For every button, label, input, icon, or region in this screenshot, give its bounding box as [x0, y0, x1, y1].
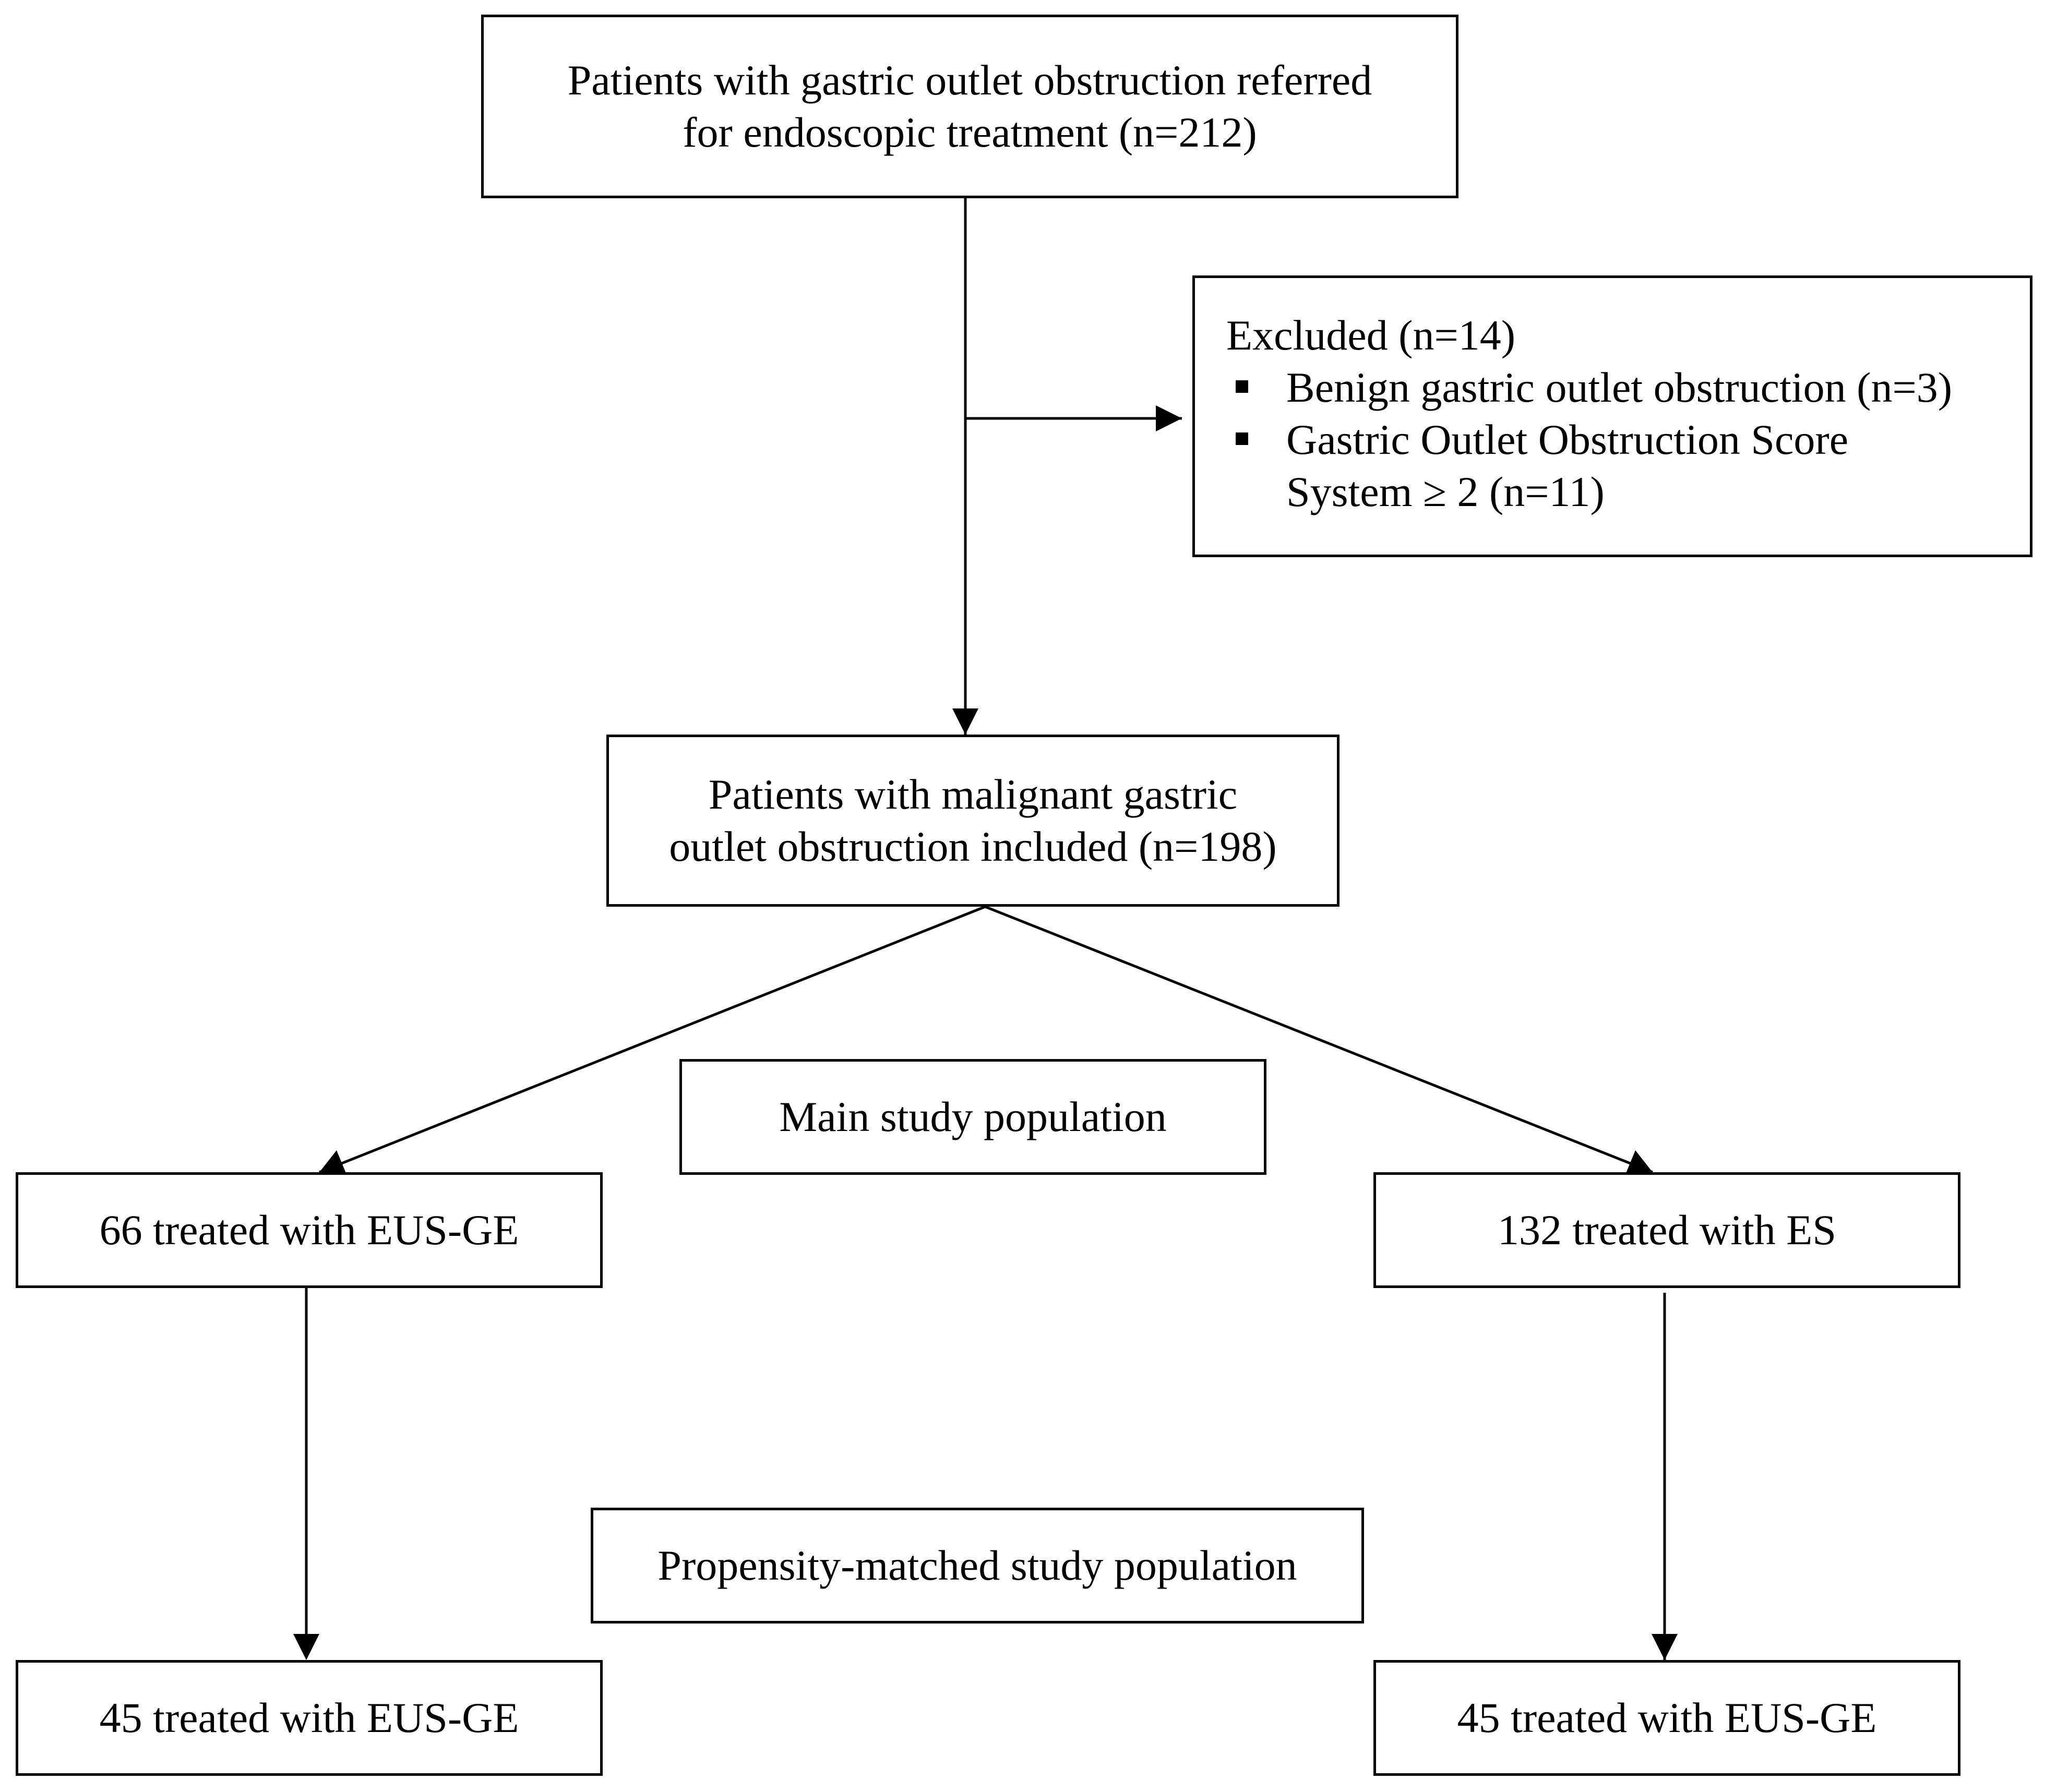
es-main-box: 132 treated with ES [1373, 1172, 1960, 1288]
exclusion-reason-benign: Benign gastric outlet obstruction (n=3) [1226, 362, 2030, 414]
excluded-title: Excluded (n=14) [1226, 311, 1516, 359]
included-line-1: Patients with malignant gastric [708, 771, 1238, 818]
eus-ge-main-box: 66 treated with EUS-GE [16, 1172, 603, 1288]
main-study-population-label: Main study population [679, 1059, 1266, 1175]
excluded-box: Excluded (n=14) Benign gastric outlet ob… [1192, 275, 2032, 557]
eus-ge-matched-box: 45 treated with EUS-GE [16, 1660, 603, 1776]
bullet-square-icon [1236, 432, 1248, 445]
arrow-included-to-eus-ge [319, 905, 986, 1174]
es-matched-box: 45 treated with EUS-GE [1373, 1660, 1960, 1776]
bullet-square-icon [1236, 380, 1248, 393]
arrow-included-to-es [985, 905, 1653, 1174]
exclusion-reason-goo-score: Gastric Outlet Obstruction Score System … [1226, 414, 2030, 518]
arrowhead-eus-ge [319, 1150, 346, 1174]
arrowhead-es-matched [1652, 1634, 1678, 1660]
included-patients-box: Patients with malignant gastric outlet o… [606, 735, 1340, 907]
referred-line-1: Patients with gastric outlet obstruction… [567, 56, 1372, 104]
exclusion-reason-text: System ≥ 2 (n=11) [1286, 468, 1605, 515]
arrowheads [293, 405, 1678, 1660]
included-line-2: outlet obstruction included (n=198) [669, 823, 1277, 870]
arrowhead-excluded [1156, 405, 1182, 431]
exclusion-reason-text: Gastric Outlet Obstruction Score [1286, 416, 1849, 463]
exclusion-reason-text: Benign gastric outlet obstruction (n=3) [1286, 364, 1953, 411]
propensity-matched-population-label: Propensity-matched study population [591, 1508, 1364, 1623]
arrowhead-eus-ge-matched [293, 1634, 319, 1660]
referred-line-2: for endoscopic treatment (n=212) [683, 109, 1257, 156]
arrowhead-es [1625, 1150, 1653, 1174]
referred-patients-box: Patients with gastric outlet obstruction… [481, 15, 1458, 198]
exclusion-reasons-list: Benign gastric outlet obstruction (n=3) … [1226, 362, 2030, 518]
arrowhead-included [952, 708, 978, 735]
